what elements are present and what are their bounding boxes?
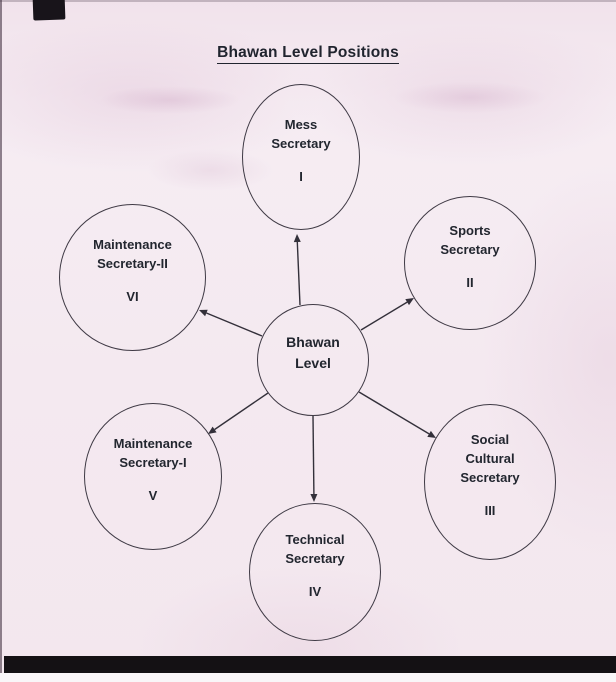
scan-artifact-bottom-strip — [0, 673, 616, 682]
arrow-to-maintenance-secretary-i — [208, 392, 269, 434]
node-label-line: Sports — [449, 222, 491, 238]
node-label-line: Secretary — [440, 241, 500, 257]
node-sports-secretary: Sports Secretary II — [404, 196, 536, 330]
node-numeral: VI — [126, 289, 139, 304]
node-technical-secretary: Technical Secretary IV — [249, 503, 381, 641]
scan-edge-top — [0, 0, 616, 2]
node-label-line: Secretary — [285, 550, 345, 566]
node-label-line: Maintenance — [93, 237, 172, 252]
node-numeral: III — [484, 503, 496, 518]
node-label-line: Cultural — [465, 451, 515, 466]
node-numeral: IV — [308, 583, 322, 599]
diagram-title-text: Bhawan Level Positions — [217, 44, 399, 64]
node-mess-secretary: Mess Secretary I — [242, 84, 360, 230]
diagram-title: Bhawan Level Positions — [0, 44, 616, 64]
node-label-line: Secretary-I — [119, 455, 187, 470]
node-label-line: Maintenance — [113, 436, 193, 451]
arrow-to-technical-secretary — [310, 415, 318, 502]
node-label-line: Technical — [285, 531, 345, 547]
node-numeral: I — [299, 168, 303, 184]
scan-edge-left — [0, 0, 2, 682]
arrow-to-mess-secretary — [293, 234, 301, 306]
scan-artifact-bottom-bar — [4, 656, 616, 673]
node-label-line: Secretary — [460, 470, 520, 485]
node-maintenance-secretary-ii: Maintenance Secretary-II VI — [59, 204, 206, 351]
arrow-to-sports-secretary — [360, 298, 414, 331]
scan-smudge — [360, 75, 580, 120]
node-label-line: Bhawan — [286, 334, 340, 350]
node-label-line: Social — [470, 432, 510, 447]
node-label-line: Mess — [284, 116, 318, 132]
node-label-line: Secretary-II — [97, 256, 168, 271]
scan-smudge — [70, 80, 270, 120]
node-social-cultural-secretary: Social Cultural Secretary III — [424, 404, 556, 560]
node-label-line: Level — [295, 355, 331, 371]
arrow-to-maintenance-secretary-ii — [199, 309, 263, 337]
node-label-line: Secretary — [271, 135, 331, 151]
node-maintenance-secretary-i: Maintenance Secretary-I V — [84, 403, 222, 550]
node-numeral: V — [148, 488, 158, 503]
arrow-to-social-cultural-secretary — [358, 391, 436, 438]
scan-artifact-top-left — [32, 0, 66, 21]
node-bhawan-level-center: Bhawan Level — [257, 304, 369, 416]
node-numeral: II — [466, 274, 474, 290]
